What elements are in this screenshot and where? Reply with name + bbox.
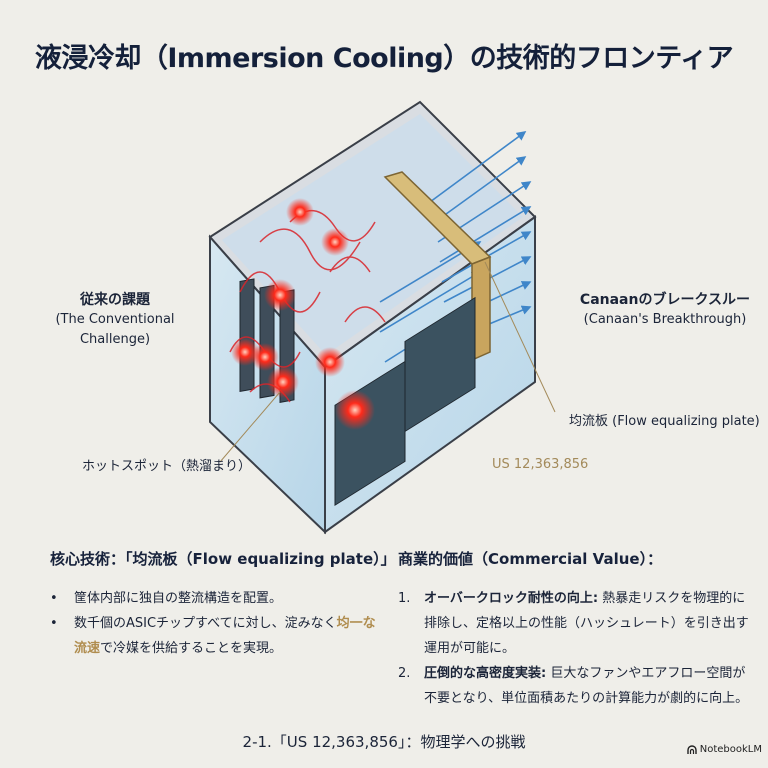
plate-leader-line bbox=[484, 261, 556, 413]
notebooklm-logo-icon bbox=[687, 744, 697, 754]
immersion-tank-illustration bbox=[208, 100, 556, 535]
notebooklm-brand: NotebookLM bbox=[687, 744, 762, 755]
flow-plate-callout: 均流板 (Flow equalizing plate) bbox=[569, 414, 760, 429]
highlight-text: 均一な流速 bbox=[74, 616, 376, 656]
conventional-challenge-label: 従来の課題 (The Conventional Challenge) bbox=[55, 292, 175, 347]
hotspot-callout: ホットスポット（熱溜まり） bbox=[82, 459, 252, 474]
canaan-breakthrough-label: Canaanのブレークスルー (Canaan's Breakthrough) bbox=[579, 292, 751, 327]
page-title: 液浸冷却（Immersion Cooling）の技術的フロンティア bbox=[34, 43, 734, 74]
list-item: 1.オーバークロック耐性の向上: 熱暴走リスクを物理的に排除し、定格以上の性能（… bbox=[398, 591, 749, 656]
slide-footer-caption: 2-1.「US 12,363,856」：物理学への挑戦 bbox=[242, 733, 526, 751]
list-item: 2.圧倒的な高密度実装: 巨大なファンやエアフロー空間が不要となり、単位面積あた… bbox=[398, 666, 749, 706]
list-item: 数千個のASICチップすべてに対し、淀みなく均一な流速で冷媒を供給することを実現… bbox=[48, 611, 388, 661]
core-tech-list: 筐体内部に独自の整流構造を配置。 数千個のASICチップすべてに対し、淀みなく均… bbox=[48, 586, 388, 661]
commercial-value-list: 1.オーバークロック耐性の向上: 熱暴走リスクを物理的に排除し、定格以上の性能（… bbox=[398, 586, 758, 711]
list-item: 筐体内部に独自の整流構造を配置。 bbox=[48, 586, 388, 611]
commercial-value-heading: 商業的価値（Commercial Value）： bbox=[398, 550, 663, 568]
patent-number: US 12,363,856 bbox=[492, 457, 589, 472]
hotspot-leader-line bbox=[219, 391, 281, 463]
core-tech-heading: 核心技術：「均流板（Flow equalizing plate）」 bbox=[50, 550, 396, 568]
